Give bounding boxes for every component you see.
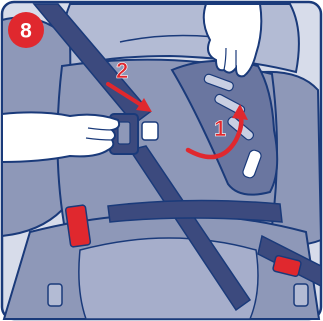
step-badge: 8 — [8, 12, 44, 48]
anchor-bottom-left — [48, 284, 62, 306]
step-number: 8 — [20, 20, 32, 43]
callout-label-2: 2 — [116, 58, 128, 83]
callout-label-1: 1 — [214, 116, 226, 141]
anchor-bottom-right — [294, 284, 308, 306]
buckle-tab — [142, 122, 158, 140]
